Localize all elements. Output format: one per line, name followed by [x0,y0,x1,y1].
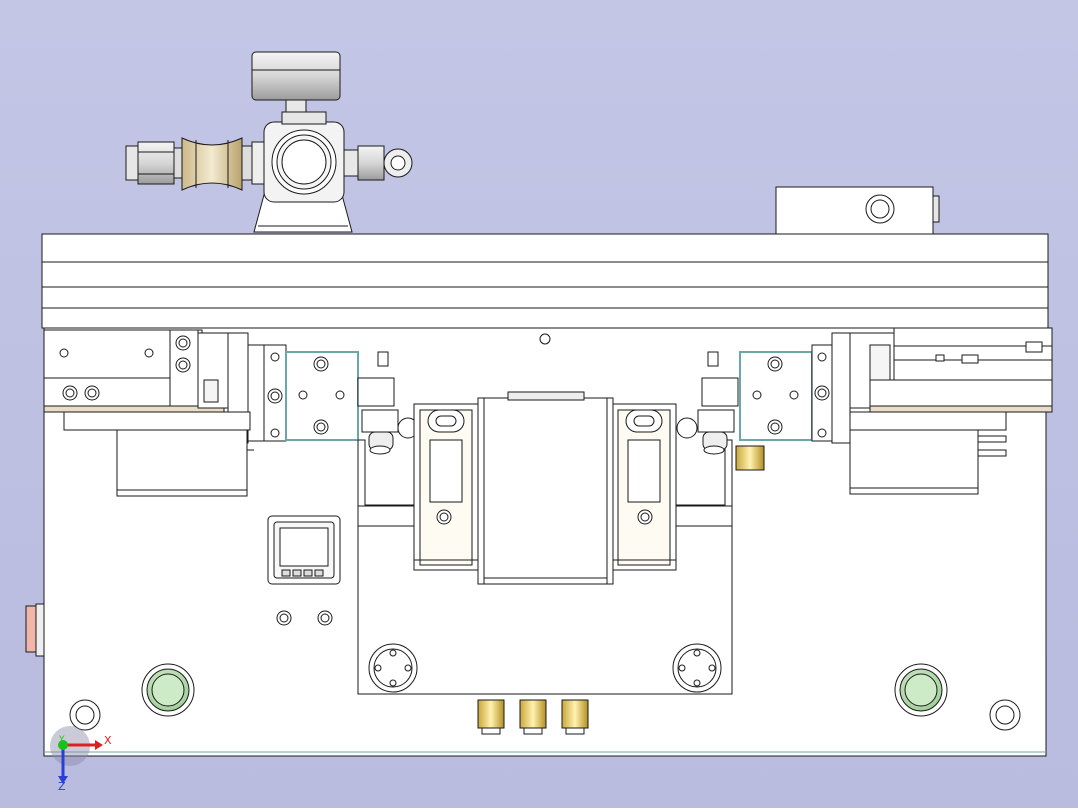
left-clamp-module[interactable] [43,329,287,497]
left-cylinder[interactable] [285,351,399,455]
digital-controller-icon[interactable] [267,515,341,585]
pressure-gauge-assembly[interactable] [125,51,413,233]
left-start-button[interactable] [141,663,195,717]
axis-x-label: X [104,734,112,747]
brass-fitting [735,445,765,471]
axis-y-label: Y [58,735,65,745]
right-rotary-knob[interactable] [672,643,722,693]
brass-coupling [181,137,243,191]
right-start-button[interactable] [894,663,948,717]
center-fixture-block[interactable] [477,391,614,585]
right-jaw[interactable] [611,403,677,571]
air-fittings[interactable] [477,699,589,735]
left-jaw[interactable] [413,403,479,571]
left-rotary-knob[interactable] [368,643,418,693]
pressure-gauge-icon [251,51,341,101]
top-right-block[interactable] [775,186,940,235]
coordinate-triad-icon[interactable]: X Y Z [50,726,112,793]
right-clamp-module[interactable] [811,327,1053,495]
right-cylinder[interactable] [697,351,813,471]
axis-z-label: Z [58,780,66,793]
top-rail-plate[interactable] [41,233,1049,329]
